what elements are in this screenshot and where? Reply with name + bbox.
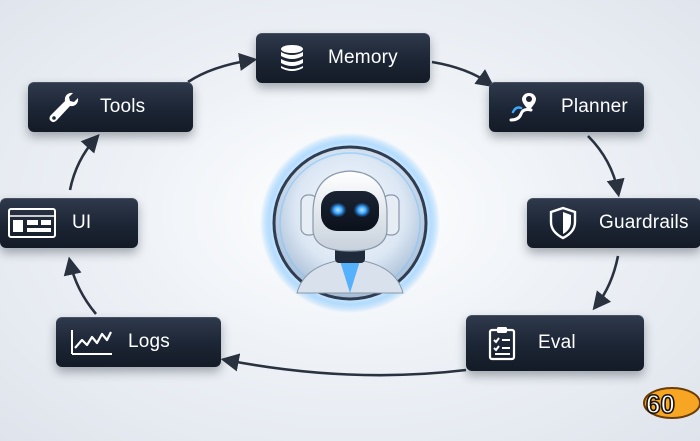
ui-node[interactable]: UI bbox=[0, 198, 138, 248]
arrow-logs-to-ui bbox=[63, 256, 97, 315]
route-pin-icon bbox=[503, 87, 547, 127]
arrow-guardrails-to-eval bbox=[592, 255, 620, 311]
logo-badge: 60 bbox=[638, 383, 700, 421]
line-chart-icon bbox=[70, 322, 114, 362]
robot-head-icon bbox=[260, 133, 440, 313]
memory-label: Memory bbox=[328, 47, 398, 68]
arrow-memory-to-planner bbox=[431, 60, 495, 88]
guardrails-node[interactable]: Guardrails bbox=[527, 198, 700, 248]
dashboard-layout-icon bbox=[6, 203, 58, 243]
arrow-ui-to-tools bbox=[68, 133, 100, 191]
tools-label: Tools bbox=[100, 96, 146, 117]
arrow-eval-to-logs bbox=[220, 353, 467, 377]
logo-text: 60 bbox=[646, 389, 675, 419]
logs-label: Logs bbox=[128, 331, 171, 352]
database-icon bbox=[270, 38, 314, 78]
eval-node[interactable]: Eval bbox=[466, 315, 644, 371]
shield-icon bbox=[541, 203, 585, 243]
eval-label: Eval bbox=[538, 332, 576, 353]
logs-node[interactable]: Logs bbox=[56, 317, 221, 367]
wrench-icon bbox=[42, 87, 86, 127]
ui-label: UI bbox=[72, 212, 92, 233]
planner-node[interactable]: Planner bbox=[489, 82, 644, 132]
guardrails-label: Guardrails bbox=[599, 212, 689, 233]
arrow-tools-to-memory bbox=[187, 52, 258, 84]
arrow-planner-to-guardrails bbox=[587, 135, 625, 198]
planner-label: Planner bbox=[561, 96, 628, 117]
central-agent bbox=[245, 133, 455, 313]
memory-node[interactable]: Memory bbox=[256, 33, 430, 83]
tools-node[interactable]: Tools bbox=[28, 82, 193, 132]
checklist-clipboard-icon bbox=[480, 323, 524, 363]
